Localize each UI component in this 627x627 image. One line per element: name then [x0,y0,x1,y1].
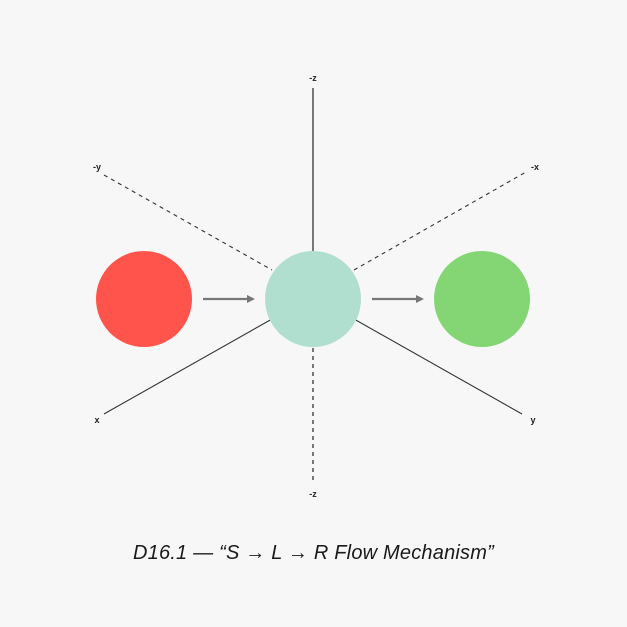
axis-label-top: -z [309,73,317,83]
axis-upper-left-line [103,174,273,271]
axis-lower-right-line [353,318,523,415]
node-s-circle [96,251,192,347]
axis-label-lower-left: x [94,415,99,425]
figure-caption: D16.1 — “S → L → R Flow Mechanism” [133,542,494,564]
axis-lower-left-line [103,318,273,415]
axis-label-bottom: -z [309,489,317,499]
axis-label-upper-right: -x [531,162,539,172]
axis-label-upper-left: -y [93,162,101,172]
node-r-circle [434,251,530,347]
node-l-circle [265,251,361,347]
axis-upper-right-line [353,171,527,271]
axis-label-lower-right: y [530,415,535,425]
